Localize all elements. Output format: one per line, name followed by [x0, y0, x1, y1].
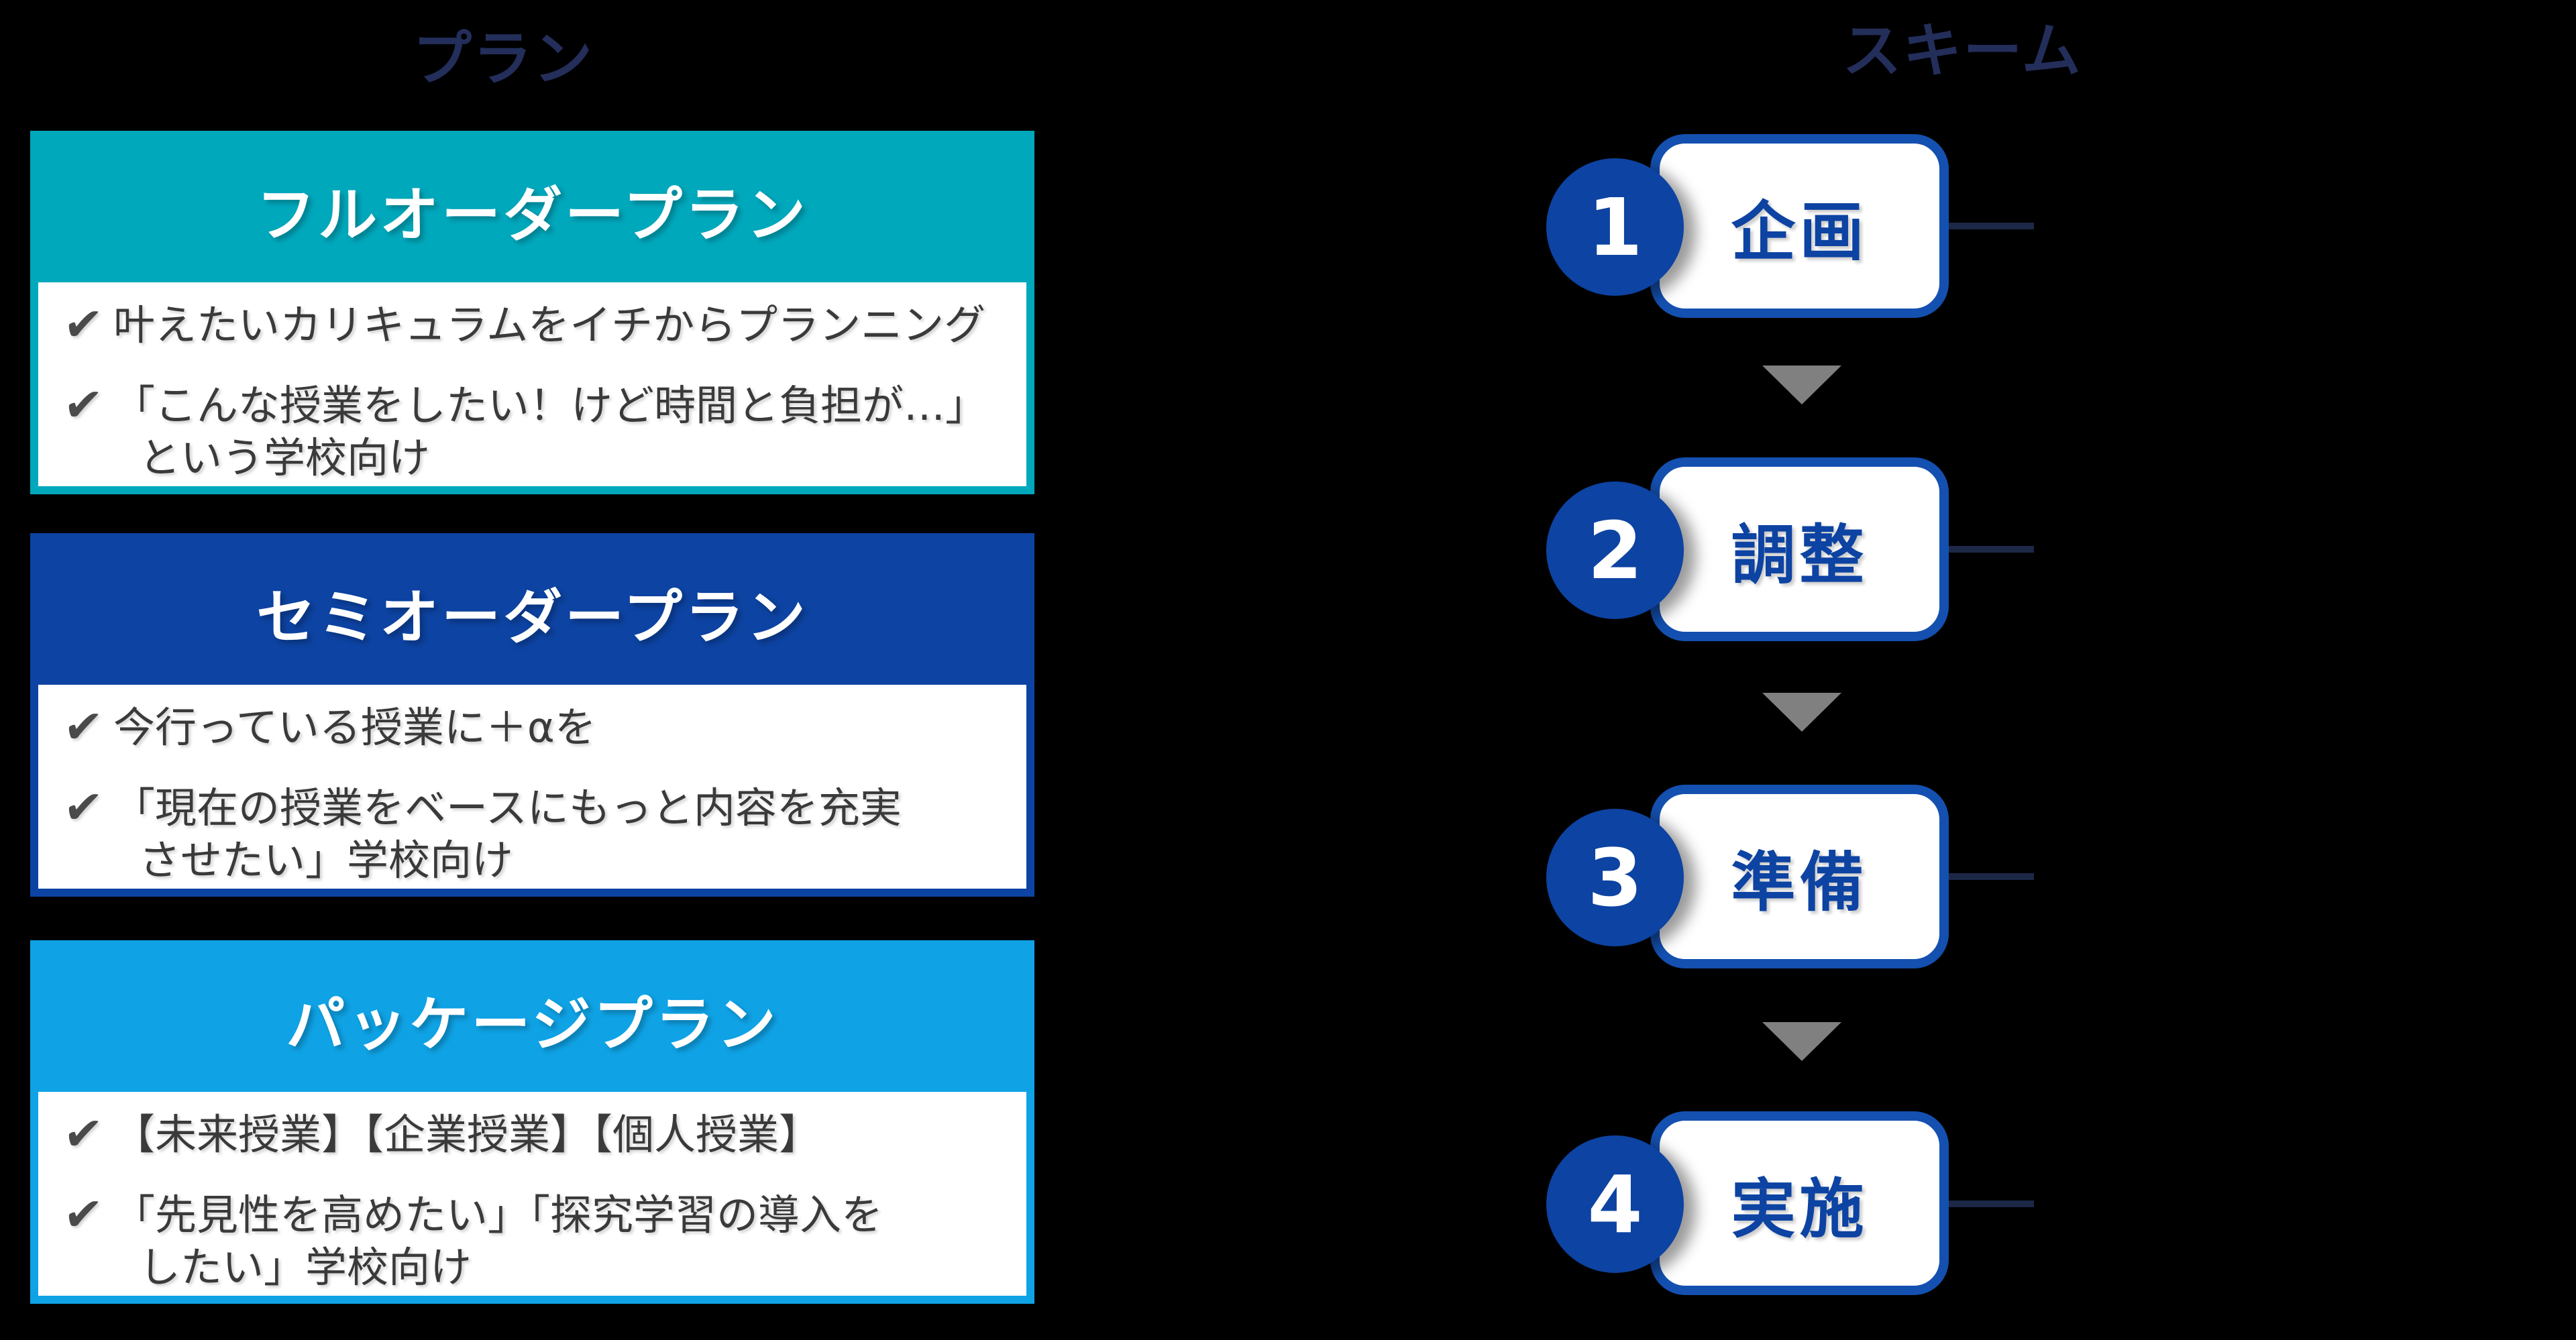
check-icon: ✔ [60, 1188, 105, 1241]
plan-header: フルオーダープラン [38, 138, 1027, 282]
check-icon: ✔ [60, 1108, 105, 1161]
plan-card-package: パッケージプラン ✔ 【未来授業】【企業授業】【個人授業】 ✔ 「先見性を高めた… [30, 940, 1034, 1304]
step-label: 実施 [1731, 1171, 1868, 1247]
flow-arrow-down-icon [1762, 1022, 1841, 1061]
item-text-line: 「先見性を高めたい」「探究学習の導入を [113, 1190, 883, 1239]
step-label: 調整 [1731, 517, 1868, 593]
check-icon: ✔ [60, 701, 105, 754]
checklist-item: ✔ 「先見性を高めたい」「探究学習の導入を したい」学校向け [60, 1188, 1017, 1294]
checklist-item: ✔ 「現在の授業をベースにもっと内容を充実 させたい」学校向け [60, 781, 1017, 887]
checklist-item: ✔ 叶えたいカリキュラムをイチからプランニング [60, 298, 1017, 351]
plan-card-full-order: フルオーダープラン ✔ 叶えたいカリキュラムをイチからプランニング ✔ 「こんな… [30, 131, 1034, 494]
plan-body: ✔ 今行っている授業に＋αを ✔ 「現在の授業をベースにもっと内容を充実 させた… [38, 684, 1026, 887]
step-card-planning: 企画 [1650, 134, 1949, 318]
check-icon: ✔ [60, 379, 105, 432]
checklist-item: ✔ 【未来授業】【企業授業】【個人授業】 [60, 1108, 1017, 1161]
connector-line [1940, 873, 2034, 880]
step-number-badge: 4 [1546, 1135, 1684, 1273]
item-text-line: 今行っている授業に＋αを [113, 703, 596, 752]
flow-arrow-down-icon [1762, 693, 1841, 732]
check-icon: ✔ [60, 781, 105, 834]
check-icon: ✔ [60, 298, 105, 351]
checklist-item: ✔ 今行っている授業に＋αを [60, 701, 1017, 754]
connector-line [1940, 546, 2034, 553]
checklist-item: ✔ 「こんな授業をしたい！けど時間と負担が…」 という学校向け [60, 379, 1017, 484]
step-card-adjustment: 調整 [1650, 457, 1949, 641]
flow-arrow-down-icon [1762, 366, 1841, 404]
item-text-line: 「こんな授業をしたい！けど時間と負担が…」 [113, 381, 987, 430]
step-label: 企画 [1731, 194, 1868, 270]
page-title-plan: プラン [412, 24, 594, 93]
item-text-line: させたい」学校向け [139, 836, 514, 885]
plan-card-semi-order: セミオーダープラン ✔ 今行っている授業に＋αを ✔ 「現在の授業をベースにもっ… [30, 533, 1034, 897]
step-card-preparation: 準備 [1650, 785, 1949, 968]
item-text-line: という学校向け [139, 433, 431, 482]
step-number-badge: 3 [1546, 809, 1684, 946]
page-title-scheme: スキーム [1842, 16, 2082, 85]
plan-header: パッケージプラン [38, 948, 1027, 1092]
step-label: 準備 [1731, 844, 1868, 920]
connector-line [1940, 223, 2034, 229]
item-text-line: 叶えたいカリキュラムをイチからプランニング [113, 300, 986, 349]
step-number-badge: 2 [1546, 482, 1684, 619]
item-text-line: 「現在の授業をベースにもっと内容を充実 [113, 783, 902, 832]
step-number-badge: 1 [1546, 158, 1684, 296]
item-text-line: 【未来授業】【企業授業】【個人授業】 [113, 1110, 821, 1159]
step-card-implementation: 実施 [1650, 1111, 1949, 1295]
plan-header: セミオーダープラン [38, 541, 1027, 685]
item-text-line: したい」学校向け [139, 1243, 472, 1292]
plan-body: ✔ 叶えたいカリキュラムをイチからプランニング ✔ 「こんな授業をしたい！けど時… [38, 282, 1026, 484]
connector-line [1940, 1201, 2034, 1207]
plan-body: ✔ 【未来授業】【企業授業】【個人授業】 ✔ 「先見性を高めたい」「探究学習の導… [38, 1091, 1026, 1294]
